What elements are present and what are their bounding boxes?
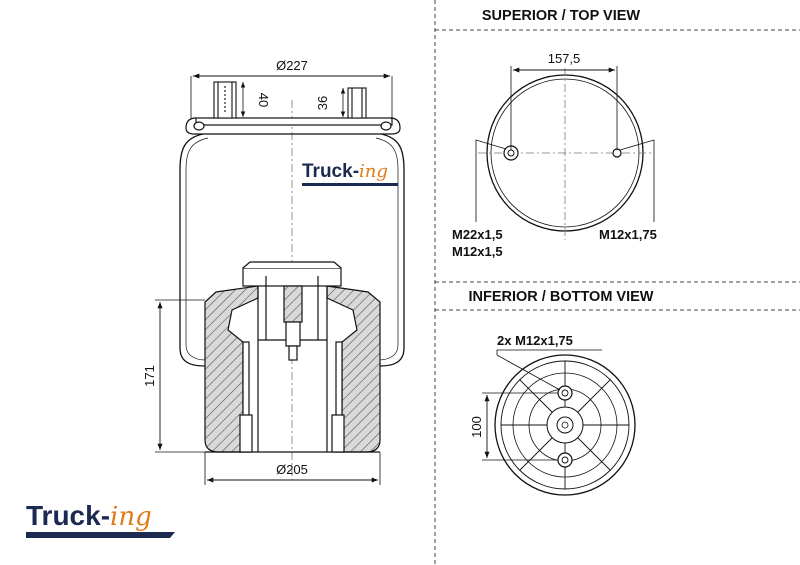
top-spacing-label: 157,5 xyxy=(548,51,581,66)
top-view: SUPERIOR / TOP VIEW 157,5 M22x1,5 M12x1,… xyxy=(452,8,657,259)
stud-height-left-label: 40 xyxy=(256,93,271,107)
piston xyxy=(204,261,381,453)
top-diameter-label: Ø227 xyxy=(276,58,308,73)
brand-logo-bellows: Truck-ing xyxy=(302,161,398,186)
stud-height-right-label: 36 xyxy=(315,96,330,110)
brand-accent: ing xyxy=(110,502,152,532)
bolt-hole-bottom xyxy=(557,452,573,468)
bottom-view-heading: INFERIOR / BOTTOM VIEW xyxy=(468,289,653,305)
brand-main-small: Truck- xyxy=(302,161,359,182)
top-studs xyxy=(213,81,367,119)
svg-text:Truck-ing: Truck-ing xyxy=(26,500,152,532)
brand-main: Truck- xyxy=(26,500,110,531)
dimension-top-diameter: Ø227 xyxy=(190,58,393,118)
bellows xyxy=(179,133,405,367)
side-view: Truck-ing Ø227 40 36 171 xyxy=(142,58,405,485)
bottom-view: INFERIOR / BOTTOM VIEW xyxy=(468,289,654,496)
top-view-heading: SUPERIOR / TOP VIEW xyxy=(482,8,641,24)
top-plate xyxy=(185,117,401,135)
view-separators xyxy=(434,0,800,565)
right-thread: M12x1,75 xyxy=(599,227,657,242)
overall-height-label: 171 xyxy=(142,365,157,387)
dimension-stud-heights: 40 36 xyxy=(240,82,346,117)
stud-right xyxy=(612,148,622,158)
brand-logo: Truck-ing xyxy=(26,500,175,538)
bottom-thread-label: 2x M12x1,75 xyxy=(497,333,573,348)
dimension-height: 171 xyxy=(142,299,205,453)
brand-accent-small: ing xyxy=(359,161,388,182)
svg-text:Truck-ing: Truck-ing xyxy=(302,161,388,182)
bottom-spacing-label: 100 xyxy=(469,416,484,438)
left-thread-2: M12x1,5 xyxy=(452,244,503,259)
bottom-diameter-label: Ø205 xyxy=(276,462,308,477)
left-thread-1: M22x1,5 xyxy=(452,227,503,242)
dimension-bottom-diameter: Ø205 xyxy=(204,452,381,485)
bolt-hole-top xyxy=(557,385,573,401)
